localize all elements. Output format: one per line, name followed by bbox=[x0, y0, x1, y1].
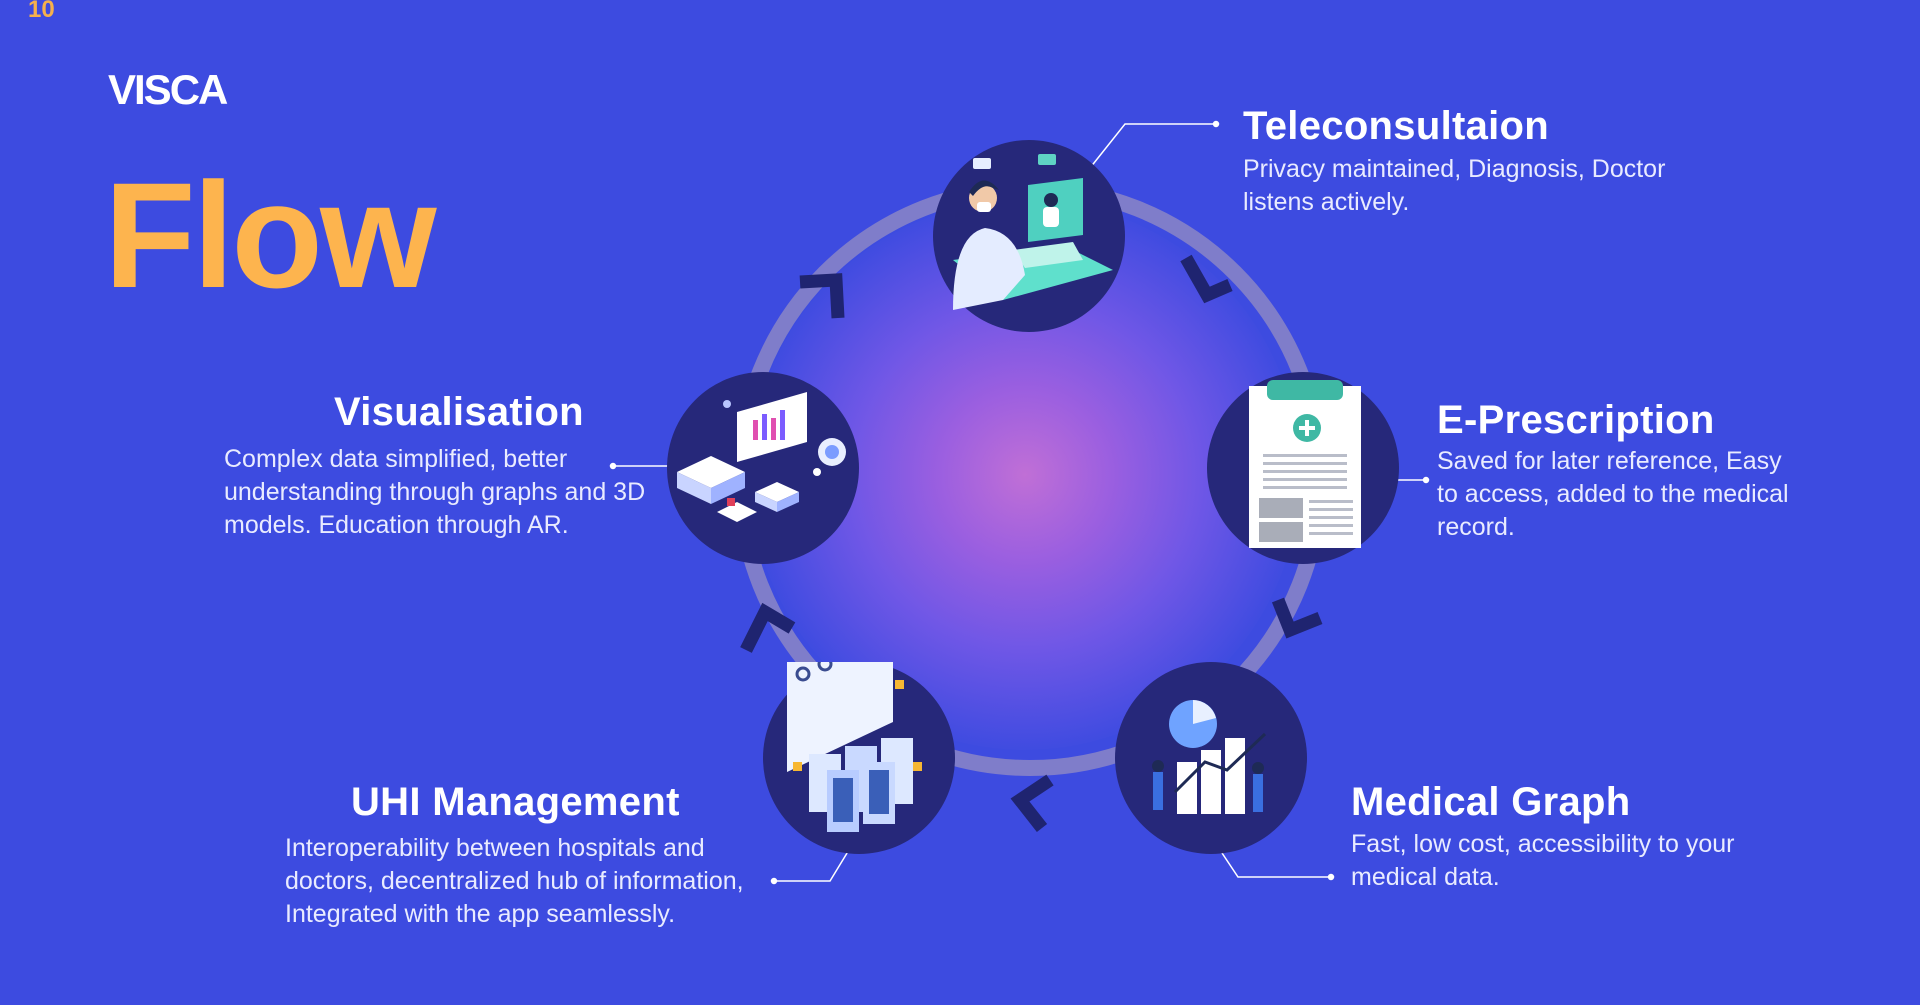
eprescription-title: E-Prescription bbox=[1437, 398, 1715, 442]
eprescription-node bbox=[1207, 372, 1399, 564]
visualisation-title: Visualisation bbox=[334, 390, 584, 434]
clipboard-prescription-icon bbox=[1249, 380, 1361, 548]
medical-graph-node bbox=[1115, 662, 1307, 854]
isometric-dashboard-icon bbox=[677, 392, 846, 522]
flow-arrow-5 bbox=[799, 273, 845, 319]
teleconsultation-node bbox=[933, 140, 1125, 332]
bar-chart-people-icon bbox=[1152, 700, 1267, 814]
teleconsultation-title: Teleconsultaion bbox=[1243, 104, 1550, 148]
medical-graph-title: Medical Graph bbox=[1351, 780, 1631, 824]
flow-arrow-2 bbox=[1271, 597, 1323, 639]
leader-line-uhi bbox=[775, 839, 856, 882]
uhi-management-description: Interoperability between hospitals and d… bbox=[285, 834, 744, 928]
doctor-video-call-icon bbox=[953, 154, 1113, 310]
brand-logo: VISCA bbox=[108, 66, 228, 113]
eprescription-description: Saved for later reference, Easy to acces… bbox=[1437, 447, 1789, 541]
leader-line-teleconsultation bbox=[1089, 123, 1215, 169]
page-title: Flow bbox=[104, 151, 437, 319]
medical-graph-description: Fast, low cost, accessibility to your me… bbox=[1351, 830, 1735, 891]
flow-arrow-3 bbox=[1010, 774, 1054, 833]
server-racks-icon bbox=[787, 662, 922, 832]
uhi-management-title: UHI Management bbox=[351, 780, 680, 824]
flow-arrow-1 bbox=[1180, 254, 1233, 304]
flow-arrow-4 bbox=[740, 602, 796, 653]
teleconsultation-description: Privacy maintained, Diagnosis, Doctor li… bbox=[1243, 155, 1666, 216]
visualisation-description: Complex data simplified, better understa… bbox=[224, 445, 646, 539]
visualisation-node bbox=[667, 372, 859, 564]
uhi-management-node bbox=[763, 662, 955, 854]
slide-number: 10 bbox=[28, 0, 55, 23]
